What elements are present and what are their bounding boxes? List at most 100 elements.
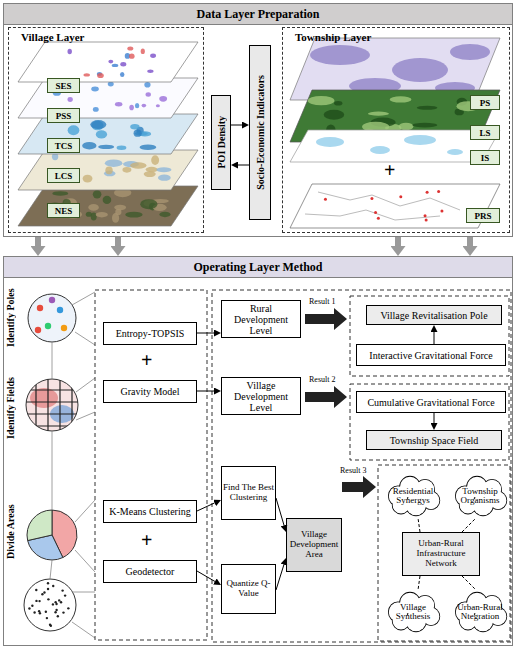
layer-tag: LCS — [47, 168, 80, 183]
map-feature — [308, 96, 335, 105]
node-text: Cumulative Gravitational Force — [367, 397, 494, 408]
step-label: Identify Fields — [5, 372, 16, 444]
area-dot — [43, 591, 45, 593]
dashed-frame — [350, 384, 509, 460]
cloud-shape: Village Synthesis — [383, 590, 443, 634]
map-feature — [82, 142, 96, 149]
map-point — [440, 209, 443, 212]
node-text: Village Layer — [21, 31, 84, 43]
map-layer — [290, 184, 500, 228]
map-point — [437, 190, 440, 193]
area-dot — [35, 589, 37, 591]
result-arrow — [305, 308, 347, 330]
map-feature — [447, 149, 463, 155]
area-dot — [35, 600, 37, 602]
map-feature — [68, 125, 80, 135]
plus-sign: + — [141, 530, 152, 550]
node-text: Urban-Rural Ntegration — [450, 603, 510, 622]
area-dot — [67, 607, 69, 609]
map-feature — [96, 212, 108, 217]
map-layer — [18, 114, 198, 154]
area-dot — [31, 605, 33, 607]
flow-arrow — [467, 237, 473, 246]
area-dot — [57, 615, 59, 617]
area-dot — [41, 593, 43, 595]
grid-line — [25, 413, 80, 414]
node-text: Entropy-TOPSIS — [116, 328, 185, 339]
map-feature — [334, 101, 342, 106]
dashed-link — [462, 576, 476, 590]
area-dot — [39, 612, 41, 614]
result-arrow — [305, 386, 347, 408]
result-box: Cumulative Gravitational Force — [356, 391, 506, 413]
map-feature — [140, 145, 157, 150]
indicator-box: POI Density — [211, 95, 231, 190]
map-feature — [120, 62, 126, 67]
area-dot — [49, 624, 51, 626]
leader-line — [75, 332, 95, 345]
map-feature — [105, 166, 112, 174]
pole-icon — [28, 294, 76, 342]
leader-line — [75, 550, 95, 572]
grid-line — [25, 425, 80, 426]
area-dot — [55, 603, 57, 605]
leader-line — [52, 431, 53, 510]
node-text: Quantize Q-Value — [223, 579, 274, 599]
map-feature — [417, 106, 438, 110]
node-text: K-Means Clustering — [109, 506, 190, 517]
area-icon — [24, 579, 76, 631]
area-dot — [52, 585, 54, 587]
map-feature — [156, 167, 171, 172]
map-feature — [324, 110, 345, 120]
map-layer — [290, 130, 500, 162]
map-feature — [159, 212, 170, 218]
result-box: Interactive Gravitational Force — [356, 344, 506, 366]
map-feature — [88, 204, 99, 211]
grid-line — [25, 389, 80, 390]
map-point — [377, 217, 380, 220]
cloud-shape: Township Organisms — [450, 474, 510, 518]
step-label: Identify Poles — [5, 288, 16, 348]
dashed-frame — [378, 465, 510, 641]
map-feature — [112, 64, 119, 67]
map-point — [324, 198, 327, 201]
map-feature — [105, 159, 123, 166]
area-dot — [58, 599, 60, 601]
map-feature — [108, 60, 113, 64]
map-point — [426, 191, 429, 194]
leader-line — [76, 412, 95, 420]
leader-line — [72, 592, 95, 593]
map-feature — [90, 120, 106, 129]
process-box: Village Development Area — [286, 518, 342, 572]
flow-arrow — [115, 237, 121, 246]
area-dot — [47, 588, 49, 590]
node-text: LCS — [55, 171, 73, 181]
layer-group: PSLSISPRSTownship Layer — [282, 27, 510, 233]
area-dot — [55, 609, 57, 611]
map-feature — [390, 96, 412, 102]
result-box: Township Space Field — [366, 430, 502, 450]
flow-arrow — [395, 237, 401, 246]
layer-tag: PRS — [466, 208, 500, 223]
node-text: TCS — [55, 141, 73, 151]
pole-dot — [57, 307, 63, 313]
map-feature — [83, 175, 93, 183]
leader-line — [76, 378, 95, 392]
map-feature — [404, 135, 436, 145]
layer-tag: LS — [470, 125, 500, 140]
map-point — [374, 211, 377, 214]
flow-arrow — [35, 237, 41, 246]
node-text: Gravity Model — [120, 386, 179, 397]
node-text: NES — [55, 206, 73, 216]
method-box: Gravity Model — [103, 380, 197, 403]
cloud-shape: Urban-Rural Ntegration — [450, 590, 510, 634]
map-feature — [91, 212, 97, 220]
map-feature — [93, 107, 99, 112]
map-feature — [129, 53, 135, 58]
map-point — [370, 197, 373, 200]
area-dot — [38, 600, 40, 602]
node-text: PS — [480, 98, 491, 108]
map-point — [424, 214, 427, 217]
map-feature — [96, 130, 107, 138]
layer-tag: PSS — [47, 108, 80, 123]
